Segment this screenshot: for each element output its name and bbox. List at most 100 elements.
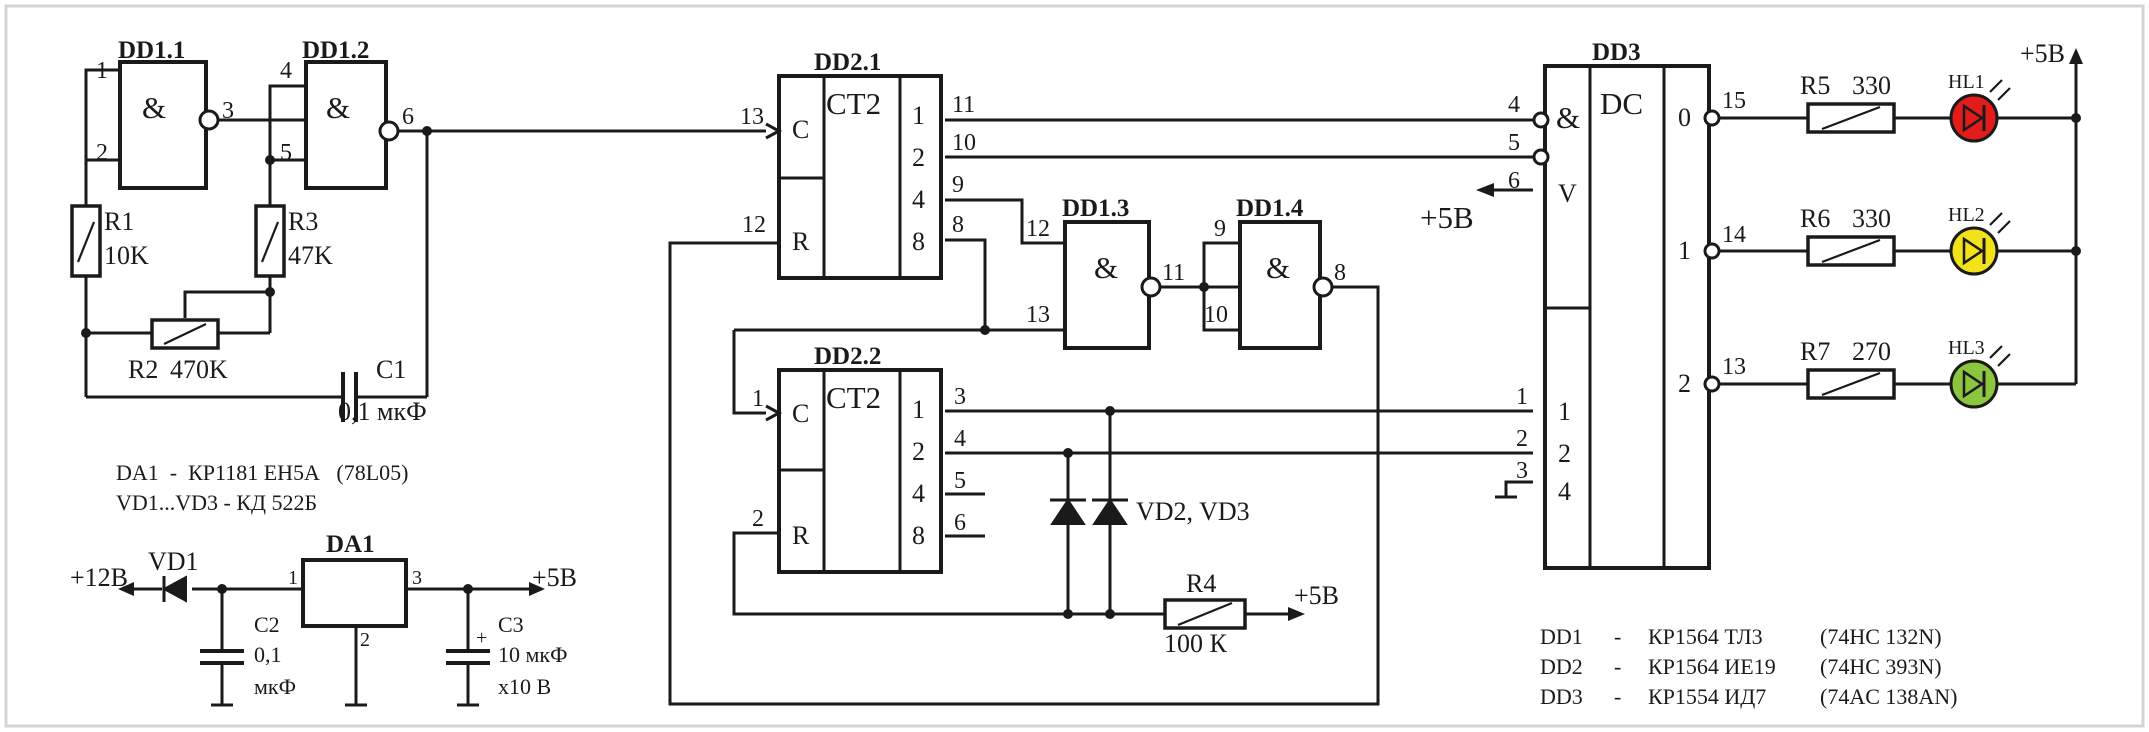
dd2-1-symbol: CT2 [826, 86, 881, 121]
c1-ref: C1 [376, 355, 406, 384]
gate-dd1-4: DD1.4 & 9 10 8 [1204, 195, 1346, 350]
gate-dd1-1-pin1: 1 [96, 58, 108, 84]
dd3-in1: 1 [1558, 397, 1571, 426]
gate-dd1-1-pin3: 3 [222, 98, 234, 124]
gate-dd1-1-pin2: 2 [96, 140, 108, 166]
dd3-pin3: 3 [1516, 458, 1528, 484]
dd2-2-pin1: 1 [752, 386, 764, 412]
dd3-pin5: 5 [1508, 130, 1520, 156]
gate-dd1-2: DD1.2 & 4 5 6 [280, 37, 414, 190]
wires [84, 62, 2078, 706]
r4-5v-label: +5В [1294, 581, 1339, 610]
capacitor-c3: + C3 10 мкФ x10 В [446, 612, 568, 699]
r6-ref: R6 [1800, 204, 1830, 233]
dd3-pin15: 15 [1722, 88, 1746, 114]
r1-value: 10K [104, 241, 149, 270]
dd2-1-c-label: C [792, 115, 809, 144]
hl1-ref: HL1 [1948, 71, 1985, 93]
dd2-1-w1: 1 [912, 101, 925, 130]
c2-ref: C2 [254, 612, 280, 637]
dd3-pin13: 13 [1722, 354, 1746, 380]
gate-dd1-2-symbol: & [326, 90, 350, 125]
r5-ref: R5 [1800, 71, 1830, 100]
vd1-ref: VD1 [148, 547, 199, 576]
da1-pin1: 1 [288, 567, 298, 589]
resistor-r6: R6 330 [1800, 204, 1896, 267]
parts-row-ref: DD2 [1540, 654, 1583, 679]
note-da1: DA1 - КР1181 ЕН5А (78L05) [116, 460, 409, 485]
c2-unit: мкФ [254, 674, 296, 699]
dd3-ref: DD3 [1592, 39, 1641, 66]
dd3-pin6: 6 [1508, 168, 1520, 194]
gate-dd1-1-symbol: & [142, 90, 166, 125]
r7-value: 270 [1852, 337, 1891, 366]
hl3-ref: HL3 [1948, 337, 1985, 359]
led-hl2: HL2 [1948, 204, 2011, 276]
dd2-1-pin8: 8 [952, 212, 964, 238]
dd2-1-pin9: 9 [952, 172, 964, 198]
parts-row-part: КР1564 ТЛ3 [1648, 624, 1763, 649]
r3-value: 47K [288, 241, 333, 270]
dd3-pin4: 4 [1508, 92, 1520, 118]
counter-dd2-2: DD2.2 CT2 C R 1 2 4 8 1 2 3 4 5 6 [752, 343, 966, 574]
c1-value: 0,1 мкФ [338, 397, 427, 426]
parts-row-dash: - [1614, 624, 1621, 649]
parts-row-dash: - [1614, 654, 1621, 679]
c3-voltage: x10 В [498, 674, 551, 699]
dd3-and-label: & [1556, 100, 1580, 135]
capacitor-c1: C1 0,1 мкФ [338, 355, 427, 426]
dd2-1-ref: DD2.1 [814, 49, 881, 76]
r2-value: 470K [170, 355, 228, 384]
top-5v-label: +5В [2020, 39, 2065, 68]
p12v-label: +12В [70, 563, 128, 592]
dd3-symbol: DC [1600, 86, 1643, 121]
gate-dd1-3-symbol: & [1094, 250, 1118, 285]
dd2-1-w4: 4 [912, 185, 925, 214]
gate-dd1-4-ref: DD1.4 [1236, 195, 1304, 222]
gate-dd1-4-pin8: 8 [1334, 260, 1346, 286]
c2-value: 0,1 [254, 642, 282, 667]
gate-dd1-3: DD1.3 & 12 13 11 [1026, 195, 1185, 350]
r1-ref: R1 [104, 207, 134, 236]
resistor-r1: R1 10K [70, 204, 149, 278]
parts-row-part: КР1564 ИЕ19 [1648, 654, 1776, 679]
capacitor-c2: C2 0,1 мкФ [200, 612, 296, 699]
parts-row-ref: DD1 [1540, 624, 1583, 649]
gate-dd1-3-ref: DD1.3 [1062, 195, 1129, 222]
dd3-pin1: 1 [1516, 384, 1528, 410]
dd3-out1: 1 [1678, 236, 1691, 265]
parts-row-part: КР1554 ИД7 [1648, 684, 1766, 709]
dd2-1-w2: 2 [912, 143, 925, 172]
c3-value: 10 мкФ [498, 642, 568, 667]
r6-value: 330 [1852, 204, 1891, 233]
r7-ref: R7 [1800, 337, 1830, 366]
dd2-2-w4: 4 [912, 479, 925, 508]
dd2-1-pin11: 11 [952, 92, 975, 118]
parts-row-equiv: (74HC 393N) [1820, 654, 1942, 679]
dd2-2-pin4: 4 [954, 426, 966, 452]
parts-row-equiv: (74HC 132N) [1820, 624, 1942, 649]
led-hl3: HL3 [1948, 337, 2011, 409]
dd2-2-pin3: 3 [954, 384, 966, 410]
decoder-dd3: DD3 DC & V 1 2 4 0 1 2 4 5 6 1 2 3 15 14… [1420, 39, 1746, 570]
da1-pin2: 2 [360, 629, 370, 651]
dd3-out0: 0 [1678, 103, 1691, 132]
gate-dd1-3-pin13: 13 [1026, 302, 1050, 328]
c3-ref: C3 [498, 612, 524, 637]
parts-row-equiv: (74AC 138AN) [1820, 684, 1958, 709]
terminals [118, 48, 2083, 707]
dd2-2-w2: 2 [912, 437, 925, 466]
r2-ref: R2 [128, 355, 158, 384]
dd2-2-pin6: 6 [954, 510, 966, 536]
resistor-r4: R4 100 К +5В [1163, 569, 1339, 658]
dd2-1-r-label: R [792, 227, 810, 256]
dd2-1-w8: 8 [912, 227, 925, 256]
dd3-v-label: V [1558, 179, 1577, 208]
p5v-reg-label: +5В [532, 563, 577, 592]
gate-dd1-4-symbol: & [1266, 250, 1290, 285]
dd3-in2: 2 [1558, 439, 1571, 468]
dd2-1-pin12: 12 [742, 212, 766, 238]
r4-ref: R4 [1186, 569, 1216, 598]
dd2-2-r-label: R [792, 521, 810, 550]
da1-ref: DA1 [326, 531, 375, 558]
